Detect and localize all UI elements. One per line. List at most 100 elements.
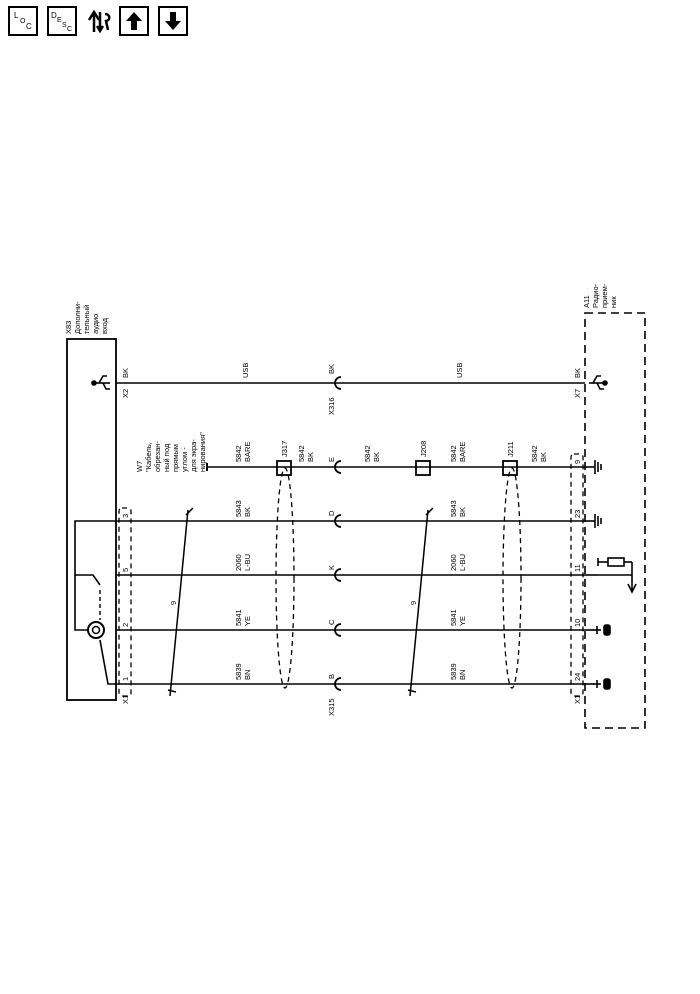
x315-pin-k [334, 568, 342, 582]
w5843-l-col: BK [243, 507, 252, 517]
splice-j208-label: J208 [419, 441, 428, 457]
x316-connector [334, 376, 342, 390]
w5839-r-num: 5839 [449, 663, 458, 680]
svg-text:C: C [26, 22, 32, 31]
audio-jack-center [91, 625, 101, 635]
connector-info-button[interactable] [86, 6, 111, 36]
toolbar: L O C D E S C [8, 6, 188, 38]
bk-x7: BK [573, 368, 582, 378]
a11-x1-connector [570, 453, 584, 697]
connector-x315: X315 [327, 698, 336, 716]
w5842-d-num: 5842 [449, 445, 458, 462]
usb-icon-x83 [91, 375, 110, 390]
connector-x7: X7 [573, 389, 582, 398]
pin-right-10: 10 [573, 619, 582, 627]
loc-icon: L O C [14, 11, 32, 31]
splice-j317 [276, 460, 292, 476]
ground-icon-9 [585, 460, 602, 474]
shield-slash-left [167, 507, 194, 697]
pin-mid-b: B [327, 674, 336, 679]
audio-signal-icon-24 [585, 678, 611, 690]
x83-id: X83 [64, 321, 73, 334]
x83-name-2: тельный [82, 305, 91, 334]
twist-count-left: 9 [169, 601, 178, 605]
x315-pin-d [334, 514, 342, 528]
w5842-b-col: BK [306, 452, 315, 462]
w7-name-4: прямым [171, 444, 180, 472]
w5842-a-col: BARE [243, 442, 252, 462]
pin-right-24: 24 [573, 673, 582, 681]
x315-pin-b [334, 677, 342, 691]
arrow-down-icon [165, 12, 181, 30]
resistor-ground-icon [585, 557, 637, 594]
x83-jack-tip [99, 639, 116, 685]
audio-jack-icon [87, 621, 105, 639]
x83-module-box [66, 338, 117, 701]
arrow-up-icon [126, 12, 142, 30]
w5841-r-col: YE [458, 616, 467, 626]
usb-label-left: USB [241, 363, 250, 378]
w7-name-3: ный под [162, 443, 171, 472]
w5841-l-num: 5841 [234, 609, 243, 626]
connector-x1-right: X1 [573, 695, 582, 704]
w5841-l-col: YE [243, 616, 252, 626]
w5842-e-num: 5842 [530, 445, 539, 462]
splice-j211-label: J211 [506, 441, 515, 457]
bk-x2: BK [121, 368, 130, 378]
svg-text:S: S [62, 22, 67, 29]
svg-text:L: L [14, 11, 19, 20]
connector-x1-left: X1 [121, 695, 130, 704]
connector-x2: X2 [121, 389, 130, 398]
w7-name-6: для экра- [189, 439, 198, 472]
shield-ellipse-right [502, 467, 522, 689]
pin-left-3: 3 [121, 514, 130, 518]
usb-icon-a11 [589, 375, 608, 390]
pin-right-11: 11 [573, 564, 582, 572]
svg-text:C: C [67, 26, 72, 33]
x83-name-4: вход [100, 317, 109, 334]
up-button[interactable] [119, 6, 149, 36]
w5843-r-col: BK [458, 507, 467, 517]
w5841-r-num: 5841 [449, 609, 458, 626]
w5843-l-num: 5843 [234, 500, 243, 517]
w5842-e-col: BK [539, 452, 548, 462]
bk-x316: BK [327, 364, 336, 374]
a11-name-2: прием- [600, 283, 609, 308]
splice-j208 [415, 460, 431, 476]
pin-mid-e: E [327, 457, 336, 462]
usb-label-right: USB [455, 363, 464, 378]
svg-text:E: E [57, 17, 62, 24]
w2060-r-num: 2060 [449, 554, 458, 571]
shield-ellipse-left [275, 467, 295, 689]
loc-button[interactable]: L O C [8, 6, 38, 36]
desc-button[interactable]: D E S C [47, 6, 77, 36]
a11-name-1: Радио- [591, 283, 600, 308]
w5839-r-col: BN [458, 670, 467, 680]
connector-info-icon [87, 9, 111, 34]
w5842-c-col: BK [372, 452, 381, 462]
x315-pin-c [334, 623, 342, 637]
svg-text:O: O [20, 18, 26, 25]
w5842-a-num: 5842 [234, 445, 243, 462]
pin-mid-k: K [327, 565, 336, 570]
w7-name-7: нирования" [198, 432, 207, 472]
connector-x316: X316 [327, 397, 336, 415]
desc-icon: D E S C [51, 11, 72, 33]
w2060-r-col: L-BU [458, 554, 467, 571]
pin-right-9: 9 [573, 460, 582, 464]
shield-slash-right [407, 507, 434, 697]
x83-name-1: Дополни- [73, 301, 82, 334]
w5842-d-col: BARE [458, 442, 467, 462]
x83-switch [75, 574, 101, 586]
a11-id: A11 [582, 295, 591, 308]
down-button[interactable] [158, 6, 188, 36]
w7-name-5: углом - [180, 447, 189, 472]
twist-count-right: 9 [409, 601, 418, 605]
w5842-b-num: 5842 [297, 445, 306, 462]
w7-id: W7 [135, 461, 144, 472]
a11-name-3: ник [609, 296, 618, 308]
pin-mid-c: C [327, 619, 336, 625]
w2060-l-num: 2060 [234, 554, 243, 571]
ground-icon-23 [585, 514, 602, 528]
